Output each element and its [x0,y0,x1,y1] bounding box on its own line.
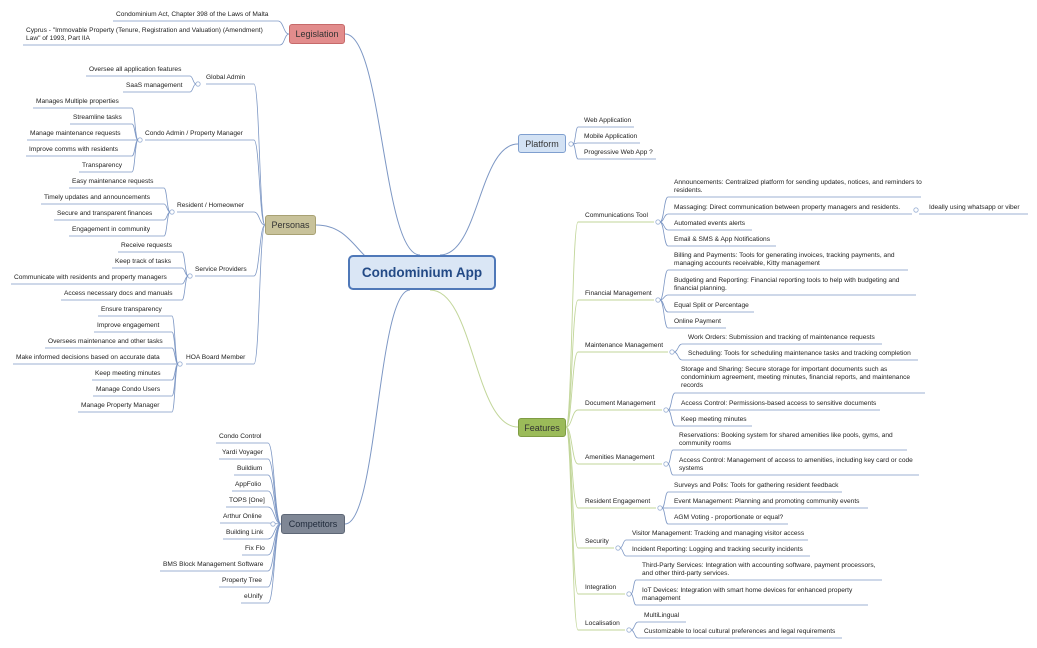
feature-detail[interactable]: Billing and Payments: Tools for generati… [674,252,895,268]
persona-detail[interactable]: Keep track of tasks [115,258,172,265]
feature-detail[interactable]: Storage and Sharing: Secure storage for … [681,366,911,390]
feature-detail[interactable]: Visitor Management: Tracking and managin… [632,530,805,537]
feature-extra-note[interactable]: Ideally using whatsapp or viber [929,204,1020,211]
persona-detail[interactable]: Improve engagement [97,322,160,329]
feature-engagement[interactable]: Resident Engagement [585,498,651,505]
feature-documents[interactable]: Document Management [585,400,656,407]
feature-detail[interactable]: Keep meeting minutes [681,416,747,423]
persona-condo-admin[interactable]: Condo Admin / Property Manager [145,130,243,137]
persona-global-admin[interactable]: Global Admin [206,74,246,81]
feature-detail[interactable]: Access Control: Permissions-based access… [681,400,877,407]
topic-personas[interactable]: Personas [265,215,316,235]
feature-detail[interactable]: Reservations: Booking system for shared … [679,432,893,448]
competitor-item[interactable]: TOPS [One] [229,497,265,504]
competitor-item[interactable]: Arthur Online [223,513,262,520]
feature-security[interactable]: Security [585,538,609,545]
competitor-item[interactable]: eUnify [244,593,263,600]
central-topic[interactable]: Condominium App [348,255,496,290]
feature-detail[interactable]: Third-Party Services: Integration with a… [642,562,876,578]
feature-detail[interactable]: Access Control: Management of access to … [679,457,913,473]
feature-detail[interactable]: Massaging: Direct communication between … [674,204,901,211]
feature-integration[interactable]: Integration [585,584,617,591]
competitor-item[interactable]: Yardi Voyager [222,449,263,456]
feature-detail[interactable]: Online Payment [674,318,721,325]
topic-platform[interactable]: Platform [518,134,566,153]
competitor-item[interactable]: Property Tree [222,577,262,584]
feature-detail[interactable]: IoT Devices: Integration with smart home… [642,587,853,603]
persona-detail[interactable]: Manages Multiple properties [36,98,119,105]
feature-detail[interactable]: Email & SMS & App Notifications [674,236,771,243]
persona-detail[interactable]: Make informed decisions based on accurat… [16,354,160,361]
feature-detail[interactable]: Announcements: Centralized platform for … [674,179,922,195]
feature-detail[interactable]: AGM Voting - proportionate or equal? [674,514,784,521]
feature-detail[interactable]: Event Management: Planning and promoting… [674,498,860,505]
persona-detail[interactable]: Timely updates and announcements [44,194,151,201]
feature-detail[interactable]: Customizable to local cultural preferenc… [644,628,836,635]
competitor-item[interactable]: AppFolio [235,481,262,488]
topic-legislation[interactable]: Legislation [289,24,345,44]
persona-detail[interactable]: Manage Property Manager [81,402,160,409]
persona-detail[interactable]: Ensure transparency [101,306,162,313]
persona-detail[interactable]: Receive requests [121,242,172,249]
platform-item[interactable]: Progressive Web App ? [584,149,653,156]
persona-detail[interactable]: Oversees maintenance and other tasks [48,338,163,345]
competitor-item[interactable]: BMS Block Management Software [163,561,264,568]
feature-maintenance[interactable]: Maintenance Management [585,342,664,349]
persona-detail[interactable]: Manage Condo Users [96,386,161,393]
feature-detail[interactable]: Surveys and Polls: Tools for gathering r… [674,482,839,489]
feature-detail[interactable]: Automated events alerts [674,220,746,227]
topic-competitors[interactable]: Competitors [281,514,345,534]
feature-detail[interactable]: Equal Split or Percentage [674,302,749,309]
competitor-item[interactable]: Buildium [237,465,263,472]
persona-detail[interactable]: Keep meeting minutes [95,370,161,377]
persona-detail[interactable]: Secure and transparent finances [57,210,153,217]
persona-resident[interactable]: Resident / Homeowner [177,202,245,209]
platform-item[interactable]: Web Application [584,117,632,124]
persona-service-providers[interactable]: Service Providers [195,266,247,273]
persona-detail[interactable]: Streamline tasks [73,114,122,121]
legislation-item[interactable]: Cyprus - "Immovable Property (Tenure, Re… [26,27,263,43]
feature-amenities[interactable]: Amenities Management [585,454,655,461]
feature-financial[interactable]: Financial Management [585,290,652,297]
feature-detail[interactable]: Budgeting and Reporting: Financial repor… [674,277,900,293]
platform-item[interactable]: Mobile Application [584,133,638,140]
competitor-item[interactable]: Fix Flo [245,545,265,552]
persona-detail[interactable]: SaaS management [126,82,183,89]
persona-detail[interactable]: Improve comms with residents [29,146,119,153]
persona-detail[interactable]: Engagement in community [72,226,151,233]
competitor-item[interactable]: Building Link [226,529,264,536]
feature-detail[interactable]: Scheduling: Tools for scheduling mainten… [688,350,911,357]
persona-detail[interactable]: Access necessary docs and manuals [64,290,173,297]
persona-detail[interactable]: Oversee all application features [89,66,182,73]
persona-detail[interactable]: Manage maintenance requests [30,130,121,137]
legislation-item[interactable]: Condominium Act, Chapter 398 of the Laws… [116,11,269,18]
topic-features[interactable]: Features [518,418,566,437]
feature-localisation[interactable]: Localisation [585,620,620,627]
feature-detail[interactable]: MultiLingual [644,612,680,619]
persona-detail[interactable]: Communicate with residents and property … [14,274,167,281]
feature-detail[interactable]: Incident Reporting: Logging and tracking… [632,546,803,553]
feature-communications[interactable]: Communications Tool [585,212,648,219]
persona-detail[interactable]: Transparency [82,162,123,169]
feature-detail[interactable]: Work Orders: Submission and tracking of … [688,334,875,341]
competitor-item[interactable]: Condo Control [219,433,262,440]
persona-detail[interactable]: Easy maintenance requests [72,178,154,185]
persona-hoa-board[interactable]: HOA Board Member [186,354,246,361]
